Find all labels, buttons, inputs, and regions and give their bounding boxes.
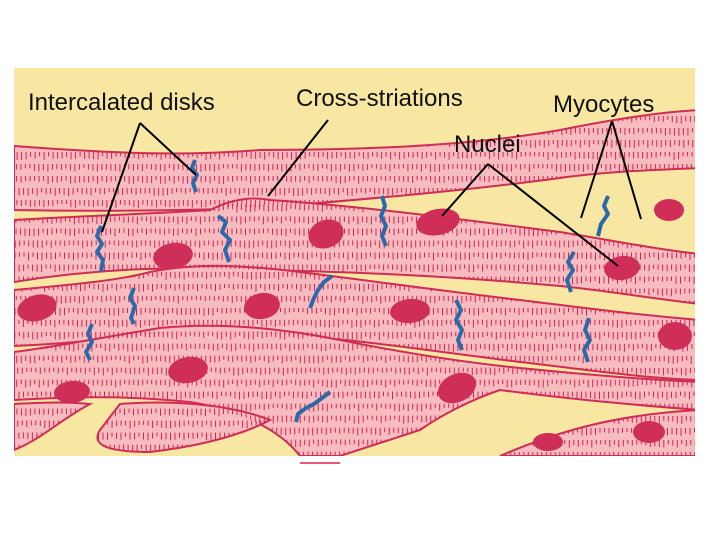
cardiac-muscle-diagram: Intercalated disks Cross-striations Myoc… [0,0,720,540]
diagram-canvas: Intercalated disks Cross-striations Myoc… [0,0,720,540]
